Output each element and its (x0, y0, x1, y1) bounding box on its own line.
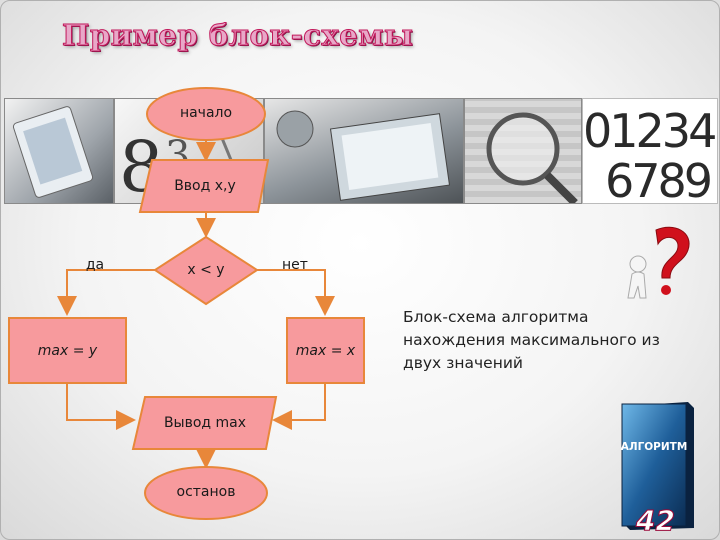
condition-label: x < y (187, 262, 225, 278)
header-banner: 8 3 01234 6789 (4, 98, 718, 204)
no-label: нет (282, 257, 308, 273)
digits-image: 01234 6789 (583, 104, 717, 203)
connector-yes (57, 269, 155, 316)
start-terminal (146, 87, 266, 141)
book-title: АЛГОРИТМ (621, 441, 688, 453)
banner-tile-machine (264, 98, 464, 204)
output-parallelogram (131, 396, 278, 450)
banner-tile-digits: 01234 6789 (582, 98, 718, 204)
assign-left-label: max = y (37, 343, 98, 359)
question-figure-icon (627, 226, 690, 299)
start-label: начало (179, 105, 233, 121)
assign-right-box (286, 317, 365, 384)
input-label: Ввод x,y (174, 178, 236, 194)
banner-tile-magnifier (464, 98, 582, 204)
connector-left-output (66, 383, 136, 430)
condition-diamond (153, 235, 259, 306)
tablet-image (12, 106, 94, 198)
stop-terminal (144, 466, 268, 520)
magnifier-image (486, 112, 578, 203)
slide-title: Пример блок-схемы (61, 18, 414, 53)
digits-top: 01234 (583, 104, 715, 158)
stop-label: останов (176, 484, 236, 500)
machine-image (276, 110, 451, 201)
banner-tile-tablet (4, 98, 114, 204)
connector-no (257, 269, 335, 316)
output-label: Вывод max (163, 415, 247, 431)
connector-right-output (272, 383, 326, 430)
digits-bottom: 6789 (605, 154, 711, 203)
page-number: 42 (636, 504, 676, 538)
assign-right-label: max = x (295, 343, 356, 359)
input-parallelogram (138, 159, 270, 213)
yes-label: да (85, 257, 105, 273)
diagram-caption: Блок-схема алгоритма нахождения максимал… (403, 308, 660, 372)
assign-left-box (8, 317, 127, 384)
algorithm-book-image: АЛГОРИТМ (621, 402, 694, 530)
